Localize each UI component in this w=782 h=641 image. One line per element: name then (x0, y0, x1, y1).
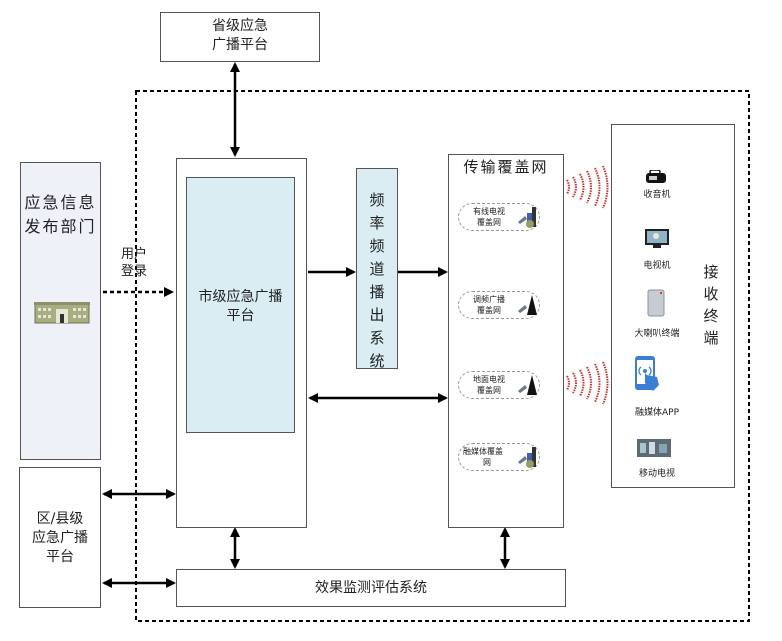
city-platform-line1: 市级应急广播 (198, 289, 283, 305)
network-item-line1: 有线电视 (473, 207, 505, 216)
user-login-line2: 登录 (120, 264, 147, 279)
terminal-label: 大喇叭终端 (634, 329, 680, 339)
fm-antenna-icon (518, 295, 537, 315)
user-login-label: 用户 登录 (114, 246, 154, 280)
county-platform-box: 区/县级 应急广播 平台 (19, 467, 101, 608)
network-item-media[interactable]: 融媒体覆盖网 (458, 443, 540, 471)
speaker-terminal-icon (647, 289, 665, 317)
network-item-line1: 地面电视 (473, 375, 505, 384)
frequency-system-label: 频率频道播出系统 (369, 191, 385, 370)
monitoring-system-label: 效果监测评估系统 (315, 580, 427, 596)
network-item-line2: 网 (483, 458, 491, 467)
county-platform-line1: 区/县级 (36, 511, 84, 527)
city-platform-box: 市级应急广播 平台 (186, 177, 295, 433)
transmission-network-box: 传输覆盖网 有线电视覆盖网 调频广播覆盖网 地面电视覆盖网 融媒体覆盖网 (448, 154, 564, 528)
monitoring-system-box: 效果监测评估系统 (176, 569, 566, 607)
terrestrial-antenna-icon (518, 375, 537, 395)
tv-icon (645, 229, 669, 248)
signal-wave-icon (566, 165, 609, 209)
provincial-platform-box: 省级应急 广播平台 (160, 12, 320, 62)
info-dept-box: 应急信息 发布部门 (20, 162, 101, 460)
terminal-label: 融媒体APP (634, 408, 679, 418)
smartphone-app-icon (635, 356, 659, 391)
city-platform-line2: 平台 (226, 308, 255, 324)
network-item-terrestrial-tv[interactable]: 地面电视覆盖网 (458, 371, 540, 399)
network-item-line2: 覆盖网 (477, 218, 501, 227)
network-item-line1: 融媒体覆盖 (463, 447, 503, 456)
provincial-platform-line2: 广播平台 (212, 37, 268, 53)
user-login-line1: 用户 (120, 247, 147, 262)
network-item-cable-tv[interactable]: 有线电视覆盖网 (458, 203, 540, 231)
info-dept-line2: 发布部门 (24, 217, 97, 236)
network-item-line1: 调频广播 (473, 295, 505, 304)
transmission-network-title: 传输覆盖网 (463, 158, 549, 176)
receiving-terminals-title: 接收终端 (703, 263, 719, 347)
terminal-label: 移动电视 (638, 469, 675, 479)
radio-icon (646, 170, 666, 183)
county-platform-line2: 应急广播 (32, 530, 88, 546)
info-dept-line1: 应急信息 (24, 193, 97, 212)
provincial-platform-line1: 省级应急 (212, 18, 268, 34)
network-item-fm-radio[interactable]: 调频广播覆盖网 (458, 291, 540, 319)
city-scope-boundary (135, 90, 750, 622)
county-platform-line3: 平台 (46, 549, 74, 565)
mobile-tv-icon (637, 439, 671, 457)
media-tower-icon (518, 447, 536, 468)
government-building-icon (34, 302, 90, 324)
network-item-line2: 覆盖网 (477, 306, 501, 315)
receiving-terminals-box: 接收终端 收音机 电视机 大喇叭终端 融媒体APP 移动电视 (611, 124, 735, 488)
cable-tower-icon (518, 207, 536, 228)
terminal-label: 收音机 (643, 190, 671, 200)
signal-wave-icon (566, 361, 609, 405)
terminal-label: 电视机 (643, 261, 671, 271)
frequency-system-box: 频率频道播出系统 (356, 168, 398, 370)
network-item-line2: 覆盖网 (477, 386, 501, 395)
